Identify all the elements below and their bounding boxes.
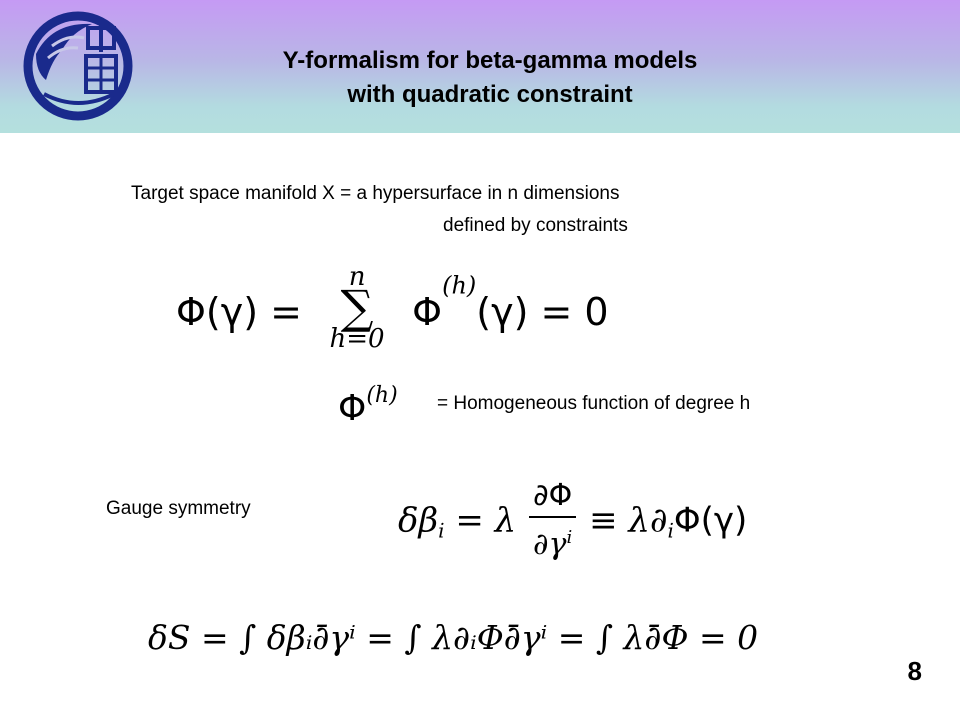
gauge-lhs: δβ xyxy=(398,500,439,541)
gauge-rhs: Φ(γ) xyxy=(673,500,748,541)
gauge-equals: = λ xyxy=(455,500,517,541)
intro-line-2: defined by constraints xyxy=(443,215,628,236)
action-variation-equation: δS = ∫ δβᵢ∂̄γⁱ = ∫ λ∂ᵢΦ∂̄γⁱ = ∫ λ∂̄Φ = 0 xyxy=(148,618,759,657)
title-line-2: with quadratic constraint xyxy=(347,81,633,108)
gauge-lhs-subscript: i xyxy=(438,518,445,543)
eq1-term-argument: (γ) = 0 xyxy=(476,290,609,334)
eq1-lhs: Φ(γ) = xyxy=(176,290,302,334)
gauge-equation: δβi = λ ∂Φ ∂γi ≡ λ∂iΦ(γ) xyxy=(398,478,748,562)
eq1-term: Φ xyxy=(412,290,443,334)
title-banner: Y-formalism for beta-gamma models with q… xyxy=(0,0,960,133)
sum-symbol: ∑ xyxy=(340,280,374,334)
denominator-gamma: ∂γ xyxy=(533,527,567,562)
sum-upper-limit: n xyxy=(348,262,366,292)
intro-line-1: Target space manifold X = a hypersurface… xyxy=(131,183,620,204)
title-line-1: Y-formalism for beta-gamma models xyxy=(282,47,698,74)
university-emblem-icon xyxy=(23,11,133,121)
slide-title: Y-formalism for beta-gamma models with q… xyxy=(130,44,850,112)
gauge-symmetry-label: Gauge symmetry xyxy=(106,498,251,519)
denominator-superscript: i xyxy=(566,527,573,548)
constraint-equation: Φ(γ) = n ∑ h=0 Φ(h)(γ) = 0 xyxy=(176,262,609,360)
summation: n ∑ h=0 xyxy=(314,262,400,356)
sum-lower-limit: h=0 xyxy=(329,324,385,354)
eq1-term-superscript: (h) xyxy=(442,271,477,300)
homogeneous-symbol: Φ(h) xyxy=(338,383,398,429)
fraction-numerator: ∂Φ xyxy=(529,478,577,518)
fraction-denominator: ∂γi xyxy=(529,518,576,563)
equiv-subscript: i xyxy=(667,518,674,543)
phi-h-superscript: (h) xyxy=(366,383,398,408)
page-number: 8 xyxy=(907,656,922,686)
gauge-fraction: ∂Φ ∂γi xyxy=(529,478,577,563)
homogeneous-description: = Homogeneous function of degree h xyxy=(437,393,751,414)
gauge-equivalence: ≡ λ∂ xyxy=(589,500,668,541)
phi-h-symbol: Φ xyxy=(338,388,367,429)
